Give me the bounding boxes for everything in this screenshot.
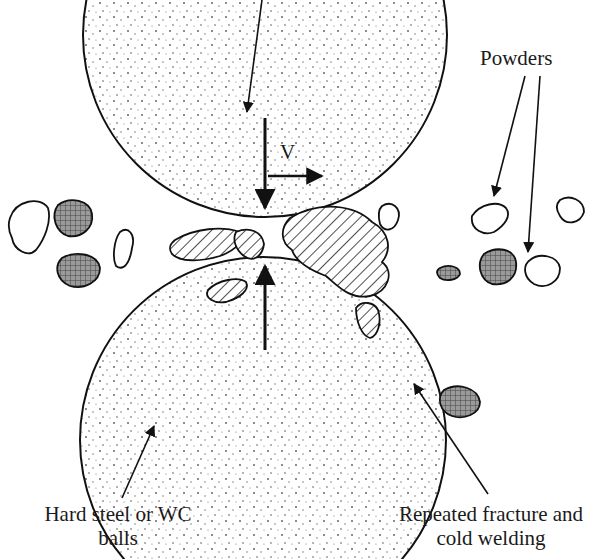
- velocity-arrow: [268, 175, 322, 178]
- trapped-particles: [170, 207, 389, 338]
- powder-particle: [54, 200, 516, 417]
- impact-arrow: [264, 118, 267, 208]
- callout-label: Powders: [480, 46, 600, 70]
- upper-ball: [83, 0, 447, 217]
- leader-line: [122, 0, 540, 498]
- velocity-label: V: [280, 140, 310, 164]
- powder-particle: [9, 198, 584, 286]
- callout-label: Hard steel or WC balls: [28, 502, 208, 550]
- callout-label: Repeated fracture and cold welding: [380, 502, 602, 550]
- impact-arrow: [264, 266, 267, 350]
